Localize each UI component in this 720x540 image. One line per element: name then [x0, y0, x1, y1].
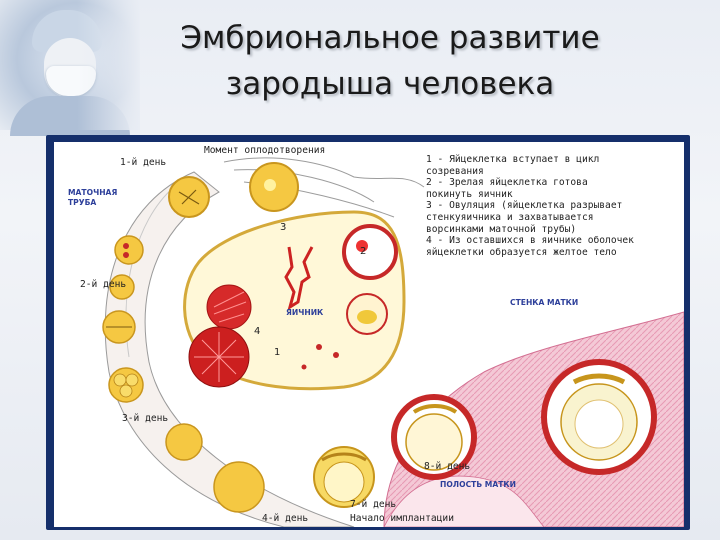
- marker-1: 1: [274, 347, 281, 358]
- ruptured-follicle: [206, 284, 252, 330]
- marker-3: 3: [280, 222, 287, 233]
- label-day-1: 1-й день: [120, 157, 167, 168]
- legend-line: покинуть яичник: [426, 188, 513, 200]
- label-implantation-start: Начало имплантации: [350, 513, 454, 524]
- legend-line: 1 - Яйцеклетка вступает в цикл: [426, 154, 600, 165]
- ovary-stroma: [284, 246, 314, 311]
- label-fallopian-tube-2: ТРУБА: [68, 198, 97, 207]
- marker-2: 2: [360, 246, 367, 257]
- diagram-illustration: [102, 157, 684, 527]
- legend-line: 2 - Зрелая яйцеклетка готова: [426, 177, 588, 189]
- legend-line: 4 - Из оставшихся в яичнике оболочек: [426, 235, 634, 247]
- legend-line: ворсинками маточной трубы): [426, 223, 577, 235]
- label-day-4: 4-й день: [262, 513, 309, 524]
- surgeon-photo: [0, 0, 140, 136]
- legend-line: стенкуяичника и захватывается: [426, 211, 594, 223]
- label-day-2: 2-й день: [80, 279, 127, 290]
- page-title-line-2: зародыша человека: [225, 66, 555, 102]
- label-day-7: 7-й день: [350, 499, 397, 510]
- egg-day1-b: [114, 235, 144, 265]
- legend-line: созревания: [426, 165, 484, 177]
- label-day-3: 3-й день: [122, 413, 169, 424]
- label-day-8: 8-й день: [424, 461, 471, 472]
- morula-day3-4: [165, 423, 203, 461]
- label-fallopian-tube-1: МАТОЧНАЯ: [68, 188, 118, 197]
- mature-follicle: [342, 224, 398, 280]
- embryo-day2-a: [109, 274, 135, 300]
- page-title-line-1: Эмбриональное развитие: [180, 20, 600, 56]
- morula-day4: [213, 461, 265, 513]
- label-uterine-cavity: ПОЛОСТЬ МАТКИ: [440, 480, 516, 489]
- label-uterine-wall: СТЕНКА МАТКИ: [510, 298, 579, 307]
- uterine-cavity: [383, 475, 545, 527]
- legend-line: 3 - Овуляция (яйцеклетка разрывает: [426, 200, 623, 212]
- legend-line: яйцеклетки образуется желтое тело: [426, 246, 617, 258]
- label-moment-fertilization: Момент оплодотворения: [204, 145, 326, 156]
- marker-4: 4: [254, 326, 261, 337]
- embryo-development-diagram: Момент оплодотворения 1-й день МАТОЧНАЯ …: [54, 142, 684, 527]
- label-ovary: ЯИЧНИК: [286, 308, 324, 317]
- diagram-legend: 1 - Яйцеклетка вступает в цикл созревани…: [426, 154, 634, 258]
